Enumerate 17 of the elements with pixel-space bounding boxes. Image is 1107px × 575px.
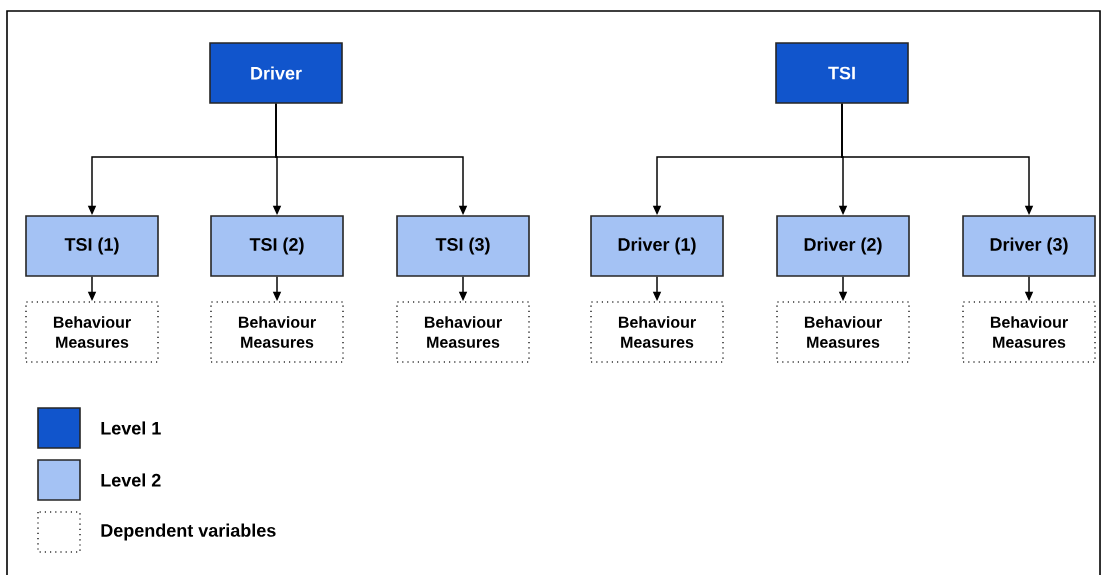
level-one-box: TSI	[775, 42, 909, 104]
legend-label: Level 1	[101, 421, 161, 435]
dependent-variable-box: Behaviour Measures	[210, 301, 344, 363]
level-two-box: TSI (2)	[210, 215, 344, 277]
legend-label: Dependent variables	[101, 523, 276, 541]
level-two-box: Driver (2)	[776, 215, 910, 277]
dependent-variable-box: Behaviour Measures	[25, 301, 159, 363]
level-two-box: Driver (1)	[590, 215, 724, 277]
legend-label: Level 2	[101, 473, 161, 487]
level-two-box: TSI (3)	[396, 215, 530, 277]
dependent-variable-box: Behaviour Measures	[590, 301, 724, 363]
level-two-box: Driver (3)	[962, 215, 1096, 277]
dependent-variable-box: Behaviour Measures	[396, 301, 530, 363]
level-one-box: Driver	[209, 42, 343, 104]
dependent-variable-box: Behaviour Measures	[776, 301, 910, 363]
dependent-variable-box: Behaviour Measures	[962, 301, 1096, 363]
level-two-box: TSI (1)	[25, 215, 159, 277]
